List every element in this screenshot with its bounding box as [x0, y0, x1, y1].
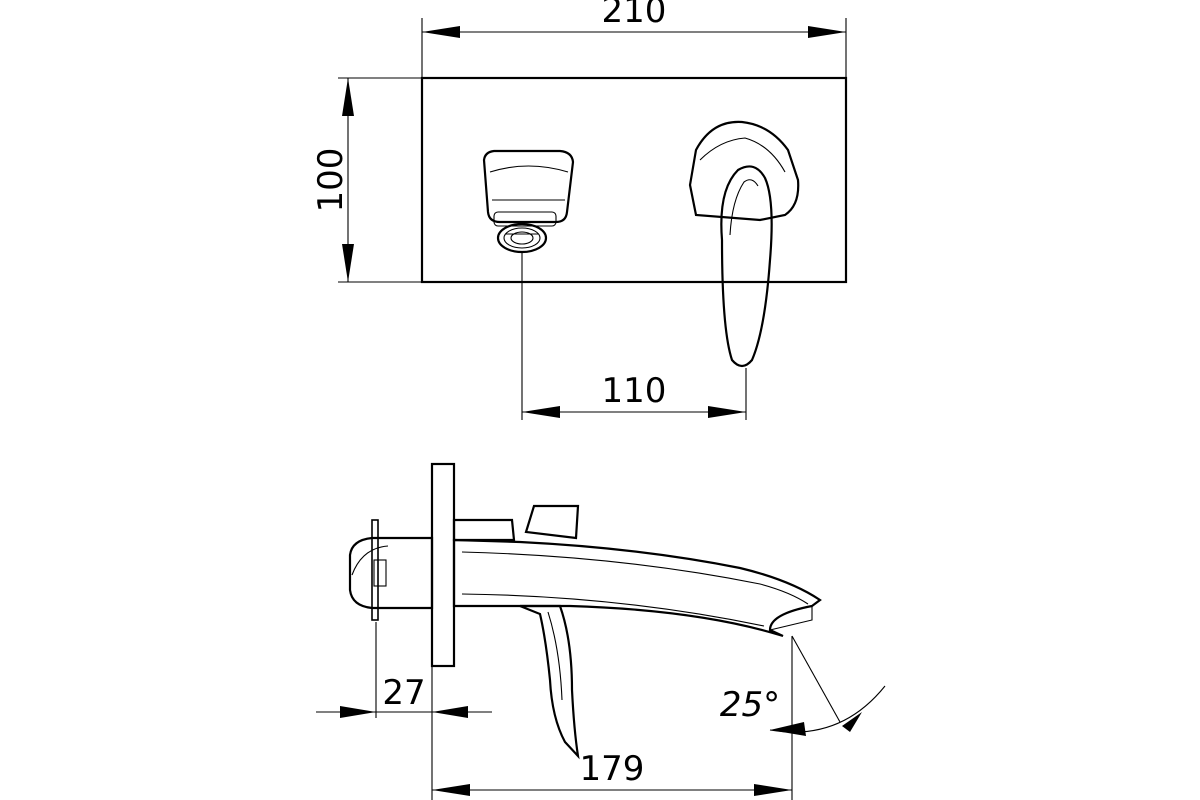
dim-spout-angle: 25°	[720, 635, 886, 736]
dim-179-label: 179	[580, 749, 645, 789]
side-view: 27 179 25°	[316, 462, 886, 800]
dim-27-label: 27	[382, 673, 425, 713]
dim-100-label: 100	[311, 148, 351, 213]
lever-handle-side	[519, 604, 580, 760]
dim-wall-depth: 27	[316, 622, 492, 800]
wall-plate-side	[430, 462, 456, 668]
lever-seat-side	[452, 504, 580, 542]
spout-outlet-front	[482, 149, 575, 254]
dim-plate-width: 210	[421, 0, 847, 78]
wall-plate	[420, 76, 848, 284]
dim-spout-projection: 179	[432, 636, 793, 800]
angle-25-label: 25°	[720, 685, 780, 725]
rear-body	[348, 519, 434, 621]
dim-210-label: 210	[602, 0, 667, 31]
spout-side	[452, 538, 822, 638]
front-view: 210 100 110	[311, 0, 848, 420]
dim-plate-height: 100	[311, 77, 422, 283]
dim-110-label: 110	[602, 371, 667, 411]
lever-handle-front	[688, 120, 800, 368]
dim-spout-to-handle: 110	[521, 252, 747, 420]
